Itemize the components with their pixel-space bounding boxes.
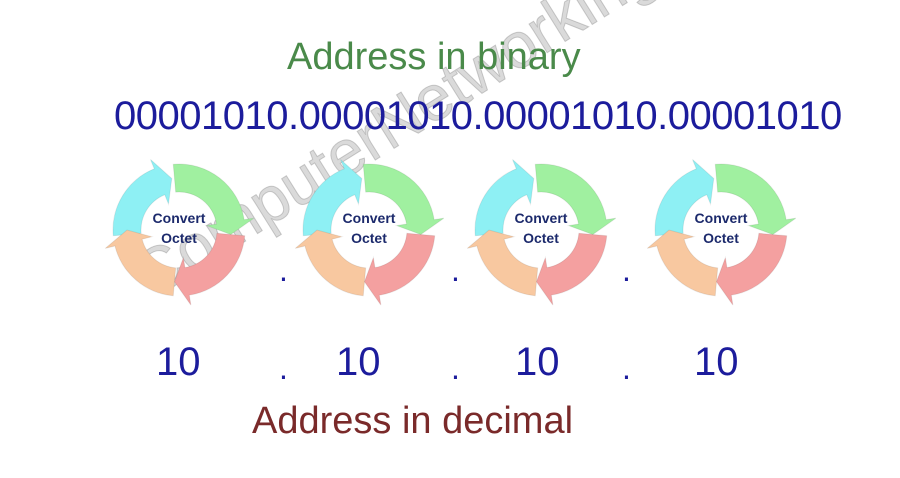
cycle-label-line1: Convert xyxy=(514,210,568,226)
convert-octet-cycle-4: Convert Octet xyxy=(646,148,796,313)
convert-octet-cycle-1: Convert Octet xyxy=(104,148,254,313)
decimal-separator-dot: . xyxy=(279,350,288,386)
cycle-label-line1: Convert xyxy=(342,210,396,226)
cycle-segment-arrow xyxy=(172,163,254,236)
cycle-segment-arrow xyxy=(474,159,535,237)
cycle-segment-arrow xyxy=(654,159,715,237)
cycle-separator-dot: . xyxy=(279,252,288,288)
decimal-octet-4: 10 xyxy=(694,340,739,384)
cycle-label-line2: Octet xyxy=(703,230,739,246)
cycle-segment-arrow xyxy=(646,229,719,297)
cycle-segment-arrow xyxy=(714,163,796,236)
cycle-segment-arrow xyxy=(302,159,363,237)
binary-address: 00001010.00001010.00001010.00001010 xyxy=(114,94,842,138)
cycle-arrows-icon xyxy=(646,159,796,306)
cycle-label-line2: Octet xyxy=(351,230,387,246)
cycle-arrows-icon xyxy=(294,159,444,306)
cycle-separator-dot: . xyxy=(451,252,460,288)
cycle-segment-arrow xyxy=(173,232,246,306)
cycle-label-line1: Convert xyxy=(694,210,748,226)
convert-octet-cycle-2: Convert Octet xyxy=(294,148,444,313)
convert-octet-cycle-3: Convert Octet xyxy=(466,148,616,313)
address-in-binary-title: Address in binary xyxy=(287,36,581,78)
cycle-segment-arrow xyxy=(715,232,788,306)
cycle-segment-arrow xyxy=(362,163,444,236)
cycle-segment-arrow xyxy=(104,229,177,297)
cycle-segment-arrow xyxy=(466,229,539,297)
decimal-octet-2: 10 xyxy=(336,340,381,384)
cycle-arrows-icon xyxy=(466,159,616,306)
cycle-label-line1: Convert xyxy=(152,210,206,226)
cycle-label-line2: Octet xyxy=(161,230,197,246)
cycle-segment-arrow xyxy=(535,232,608,306)
cycle-segment-arrow xyxy=(363,232,436,306)
decimal-octet-1: 10 xyxy=(156,340,201,384)
cycle-segment-arrow xyxy=(112,159,173,237)
cycle-segment-arrow xyxy=(294,229,367,297)
cycle-arrows-icon xyxy=(104,159,254,306)
cycle-label-line2: Octet xyxy=(523,230,559,246)
decimal-separator-dot: . xyxy=(622,350,631,386)
cycle-segment-arrow xyxy=(534,163,616,236)
decimal-octet-3: 10 xyxy=(515,340,560,384)
cycle-separator-dot: . xyxy=(622,252,631,288)
decimal-separator-dot: . xyxy=(451,350,460,386)
address-in-decimal-title: Address in decimal xyxy=(252,400,574,442)
